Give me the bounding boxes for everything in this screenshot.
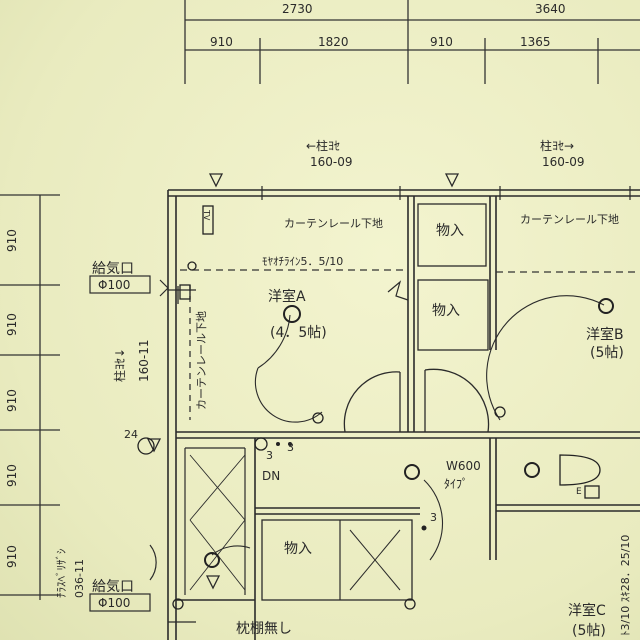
toilet-fixture (559, 454, 601, 486)
curtain-rail-label-side: カーテンレール下地 (195, 311, 208, 410)
marker-24: 24 (124, 428, 138, 441)
room-a-name: 洋室A (268, 289, 306, 305)
moya-line-label: ﾓﾔｵﾁﾗｲﾝ5．5/10 (262, 255, 344, 268)
dimension-left-3: 910 (5, 389, 19, 412)
triangle-marker (146, 438, 162, 453)
fragment-note: ﾄ3/10 ｽｷ28．25/10 (619, 534, 632, 636)
pillar-offset-side: 柱ﾖｾ↓ (113, 347, 127, 382)
storage-closet (261, 519, 413, 601)
air-intake-top-size: Φ100 (98, 278, 131, 292)
pillar-offset-side-code: 160-11 (137, 339, 151, 382)
dimension-top-2: 3640 (535, 2, 566, 16)
ceiling-light (598, 298, 614, 314)
marker-3-b: 3 (287, 441, 294, 454)
door-swing (424, 368, 490, 433)
pillar-offset-right-code: 160-09 (542, 155, 585, 169)
dimension-second-2: 1820 (318, 35, 349, 49)
pillar-offset-left: ←柱ﾖｾ (306, 139, 341, 153)
ceiling-light (283, 305, 301, 323)
storage-label-2: 物入 (432, 303, 460, 319)
dimension-left-1: 910 (5, 229, 19, 252)
triangle-marker (205, 575, 221, 590)
triangle-marker (444, 173, 460, 188)
air-intake-bottom-label: 給気口 (92, 579, 134, 595)
curtain-rail-label-b: カーテンレール下地 (520, 213, 619, 226)
pillar-offset-right: 柱ﾖｾ→ (540, 139, 575, 153)
type-label: ﾀｲﾌﾟ (444, 477, 469, 491)
w600-label: W600 (446, 459, 481, 473)
dimension-top-1: 2730 (282, 2, 313, 16)
dimension-left-4: 910 (5, 464, 19, 487)
storage-label-3: 物入 (284, 541, 312, 557)
terrace-sash-label: ﾃﾗｽﾍﾞﾘｻﾞｼ (55, 548, 68, 599)
room-a-size: (4．5帖) (270, 325, 327, 341)
ceiling-light (404, 464, 420, 480)
door-swing (343, 371, 401, 433)
marker-3-a: 3 (266, 449, 273, 462)
tv-outlet (202, 205, 214, 235)
room-b-name: 洋室B (586, 327, 624, 343)
room-c-size: (5帖) (572, 623, 606, 639)
dimension-left-2: 910 (5, 313, 19, 336)
room-c-name: 洋室C (568, 603, 606, 619)
air-intake-bottom-size: Φ100 (98, 596, 131, 610)
tv-label: TV (202, 210, 211, 221)
curtain-rail-label-a: カーテンレール下地 (284, 217, 383, 230)
ceiling-light (524, 462, 540, 478)
terrace-sash-code: 036-11 (73, 559, 86, 598)
air-intake-top-label: 給気口 (92, 261, 134, 277)
marker-3-c: 3 (430, 511, 437, 524)
dimension-second-1: 910 (210, 35, 233, 49)
dimension-second-3: 910 (430, 35, 453, 49)
stair-down-label: DN (262, 469, 281, 483)
pillar-offset-left-code: 160-09 (310, 155, 353, 169)
dimension-second-4: 1365 (520, 35, 551, 49)
shelf-none-label: 枕棚無し (236, 621, 292, 637)
dimension-left-5: 910 (5, 545, 19, 568)
e-mark: E (576, 487, 582, 497)
storage-label-1: 物入 (436, 223, 464, 239)
triangle-marker (208, 173, 224, 188)
room-b-size: (5帖) (590, 345, 624, 361)
ceiling-light (204, 552, 220, 568)
